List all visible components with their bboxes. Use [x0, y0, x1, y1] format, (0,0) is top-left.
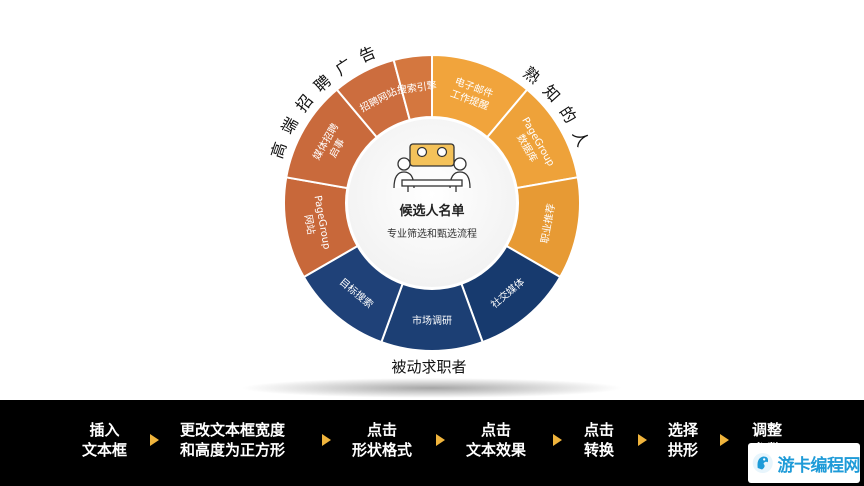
outer-label-char: 高 [267, 140, 290, 161]
step-1: 插入 文本框 [82, 420, 127, 460]
arrow-icon [150, 434, 159, 446]
step-1-line1: 插入 [89, 421, 120, 439]
arrow-icon [322, 434, 331, 446]
drop-shadow [242, 378, 622, 398]
step-4: 点击 文本效果 [466, 420, 526, 460]
step-2-line2: 和高度为正方形 [180, 441, 286, 459]
outer-label-char: 聘 [310, 71, 335, 96]
steps-bar: 插入 文本框 更改文本框宽度 和高度为正方形 点击 形状格式 点击 文本效果 点… [0, 400, 864, 486]
segment-label-market: 市场调研 [412, 314, 452, 327]
watermark-text: 游卡编程网 [777, 455, 861, 476]
center-disc [348, 119, 516, 287]
squirrel-logo-icon [752, 452, 773, 474]
step-6: 选择 拱形 [668, 420, 698, 460]
step-4-line2: 文本效果 [466, 441, 527, 459]
segment-label-line: 网站 [302, 214, 318, 236]
recruitment-wheel-diagram: 电子邮件工作提醒PageGroup数据库职业推荐社交媒体市场调研目标搜索Page… [242, 43, 622, 398]
segment-label-line: 市场调研 [412, 314, 452, 327]
outer-label-char: 知 [539, 81, 564, 106]
outer-label-char: 熟 [520, 63, 544, 88]
segment-search [392, 53, 433, 122]
step-5: 点击 转换 [584, 420, 614, 460]
wheel-segments: 电子邮件工作提醒PageGroup数据库职业推荐社交媒体市场调研目标搜索Page… [283, 53, 581, 352]
step-6-line1: 选择 [668, 421, 699, 439]
arrow-icon [553, 434, 562, 446]
step-7-line1: 调整 [752, 421, 783, 439]
step-3-line1: 点击 [367, 421, 398, 439]
people-meeting-icon [393, 143, 471, 192]
step-5-line2: 转换 [584, 441, 615, 459]
outer-label-bottom: 被动求职者 [391, 358, 466, 376]
step-4-line1: 点击 [481, 421, 512, 439]
step-3: 点击 形状格式 [352, 420, 412, 460]
step-6-line2: 拱形 [668, 441, 699, 459]
arrow-icon [720, 434, 729, 446]
outer-label-char: 告 [356, 43, 378, 67]
step-5-line1: 点击 [584, 421, 615, 439]
arrow-icon [436, 434, 445, 446]
step-3-line2: 形状格式 [352, 441, 413, 459]
outer-label-char: 广 [332, 55, 356, 80]
outer-label-char: 招 [292, 91, 317, 115]
outer-label-char: 的 [556, 103, 581, 127]
watermark: 游卡编程网 [748, 443, 860, 483]
step-1-line2: 文本框 [82, 441, 128, 459]
center-subtitle: 专业筛选和甄选流程 [387, 227, 477, 240]
outer-label-char: 端 [277, 114, 301, 137]
center-title: 候选人名单 [399, 203, 464, 219]
step-2: 更改文本框宽度 和高度为正方形 [180, 420, 285, 460]
outer-label-char: 人 [569, 127, 593, 149]
step-2-line1: 更改文本框宽度 [180, 421, 286, 439]
arrow-icon [638, 434, 647, 446]
